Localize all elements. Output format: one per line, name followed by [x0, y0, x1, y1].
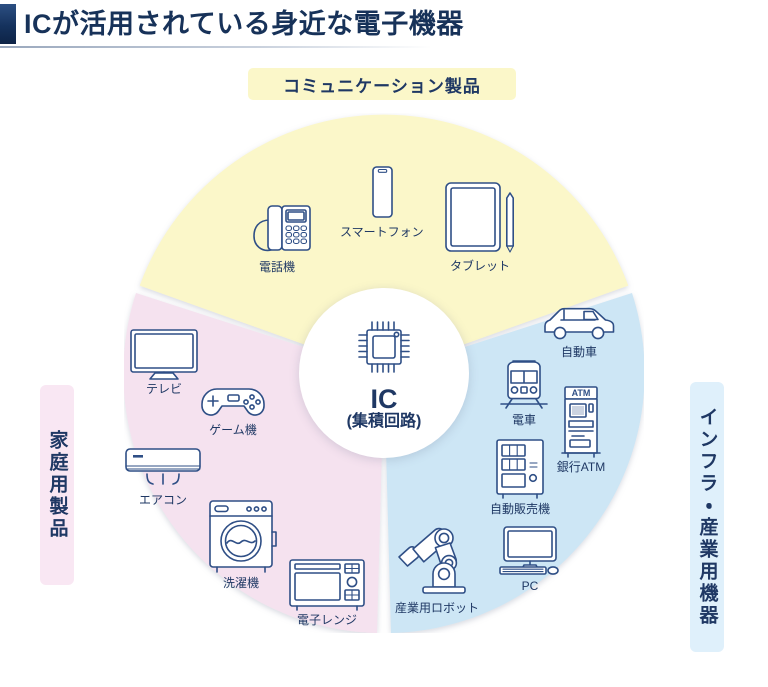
device-vending-machine-label: 自動販売機: [490, 502, 551, 516]
industrial-robot-icon: [393, 521, 481, 599]
device-atm-label: 銀行ATM: [556, 460, 606, 474]
device-smartphone: スマートフォン: [340, 165, 424, 239]
device-telephone-label: 電話機: [258, 260, 295, 274]
atm-icon: ATM: [556, 386, 606, 458]
device-game-controller: ゲーム機: [200, 383, 266, 437]
microwave-oven-icon: [287, 557, 367, 611]
device-atm: ATM 銀行ATM: [556, 386, 606, 474]
tablet-icon: [440, 177, 520, 257]
device-microwave-oven: 電子レンジ: [287, 557, 367, 627]
center-hub-subtitle: (集積回路): [346, 412, 422, 430]
desktop-pc-icon: [496, 525, 564, 577]
device-desktop-pc: PC: [496, 525, 564, 593]
device-air-conditioner-label: エアコン: [138, 493, 187, 507]
banner-home-products-label: 家庭用製品: [46, 430, 68, 540]
device-tablet: タブレット: [440, 177, 520, 273]
page-title: ICが活用されている身近な電子機器: [24, 9, 464, 39]
device-vending-machine: 自動販売機: [490, 438, 550, 516]
device-industrial-robot-label: 産業用ロボット: [394, 601, 479, 615]
banner-home-products: 家庭用製品: [40, 385, 74, 585]
banner-infrastructure-label: インフラ・産業用機器: [696, 407, 718, 627]
device-television: テレビ: [128, 328, 200, 396]
banner-communication: コミュニケーション製品: [248, 68, 516, 100]
center-hub-title: IC: [370, 383, 398, 414]
device-washing-machine-label: 洗濯機: [222, 576, 259, 590]
device-tablet-label: タブレット: [449, 259, 510, 273]
device-smartphone-label: スマートフォン: [340, 225, 424, 239]
device-game-controller-label: ゲーム機: [209, 423, 257, 437]
header-accent-bar: [0, 4, 16, 44]
air-conditioner-icon: [124, 443, 202, 491]
device-car: 自動車: [540, 303, 618, 359]
device-car-label: 自動車: [560, 345, 597, 359]
smartphone-icon: [365, 165, 399, 223]
device-air-conditioner: エアコン: [124, 443, 202, 507]
page-header: ICが活用されている身近な電子機器: [0, 0, 768, 52]
train-icon: [495, 357, 553, 411]
game-controller-icon: [200, 383, 266, 421]
center-hub: IC (集積回路): [299, 288, 469, 458]
device-desktop-pc-label: PC: [521, 579, 539, 593]
header-divider: [0, 46, 432, 48]
device-train-label: 電車: [511, 413, 536, 427]
sector-communication: [139, 114, 629, 373]
device-industrial-robot: 産業用ロボット: [393, 521, 481, 615]
banner-communication-label: コミュニケーション製品: [283, 76, 481, 96]
banner-infrastructure: インフラ・産業用機器: [690, 382, 724, 652]
car-icon: [540, 303, 618, 343]
device-telephone: 電話機: [240, 184, 314, 274]
device-television-label: テレビ: [145, 382, 182, 396]
ic-chip-icon: [353, 318, 415, 381]
telephone-icon: [240, 184, 314, 258]
device-microwave-oven-label: 電子レンジ: [296, 613, 357, 627]
vending-machine-icon: [492, 438, 548, 500]
device-washing-machine: 洗濯機: [205, 498, 277, 590]
svg-text:ATM: ATM: [572, 388, 591, 398]
device-train: 電車: [495, 357, 553, 427]
washing-machine-icon: [205, 498, 277, 574]
television-icon: [128, 328, 200, 380]
